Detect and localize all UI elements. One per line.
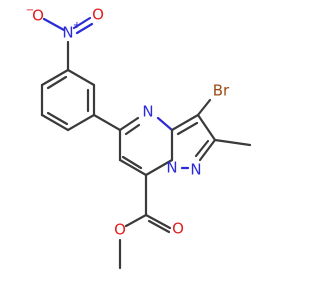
bond-c2-n1-double	[194, 139, 210, 158]
bond-n-o-double-b	[75, 22, 94, 35]
methyl-bond	[213, 138, 252, 147]
nitro-o-right-label: O	[92, 6, 104, 24]
bond-c5-n4-double	[124, 123, 141, 136]
bond-c7-c6	[118, 158, 148, 177]
bond-n4-c3a	[156, 116, 174, 132]
double-bond-inner-2	[46, 111, 69, 126]
bond-phenyl-pyrimidine	[92, 113, 122, 132]
bond-carbonyl-o-b	[147, 219, 171, 234]
molecule-canvas: N + O − O N N N	[25, 5, 252, 270]
bond-n-o-double-a	[72, 16, 92, 30]
bond-c5-n4-part	[118, 116, 140, 132]
methyl-ester: O O	[114, 173, 184, 270]
nitro-o-top-label: O	[32, 7, 44, 25]
nitro-group: N + O − O	[26, 5, 104, 72]
double-bond-inner-3	[46, 75, 68, 90]
bond-c7-c6-double	[121, 155, 143, 170]
bond-c3a-c3	[170, 113, 200, 132]
structure-diagram: N + O − O N N N	[26, 5, 252, 270]
ester-o-label: O	[114, 221, 126, 239]
nitrophenyl-ring	[40, 68, 96, 132]
bond-carbonyl-o-a	[144, 213, 172, 230]
bond-n-o-single	[42, 17, 66, 32]
bond-carbonyl-ester-o	[124, 213, 148, 228]
nitro-n-label: N	[62, 24, 73, 42]
bond-c3a-c3-double	[176, 121, 199, 136]
bromine-label: Br	[213, 82, 230, 100]
bridge-n-label: N	[166, 159, 177, 177]
pyrazole-ring: N	[170, 113, 217, 179]
nitro-n-charge: +	[73, 20, 81, 31]
bond-c3-c2	[196, 113, 217, 142]
bond-c1-c2	[66, 68, 96, 87]
pyrimidine-n-label: N	[142, 103, 153, 121]
bond-c4-c5	[40, 113, 70, 132]
bond-c6-c1	[40, 68, 70, 87]
nitro-o-top-charge: −	[26, 5, 34, 16]
bond-c3-c4	[66, 113, 96, 132]
pyrazole-n-label: N	[190, 161, 201, 179]
pyrimidine-ring: N N	[118, 103, 178, 177]
bond-n7a-c7	[144, 158, 174, 177]
bond-c2-n1	[198, 138, 217, 162]
bond-c3-br	[196, 98, 212, 117]
carbonyl-o-label: O	[172, 220, 184, 238]
